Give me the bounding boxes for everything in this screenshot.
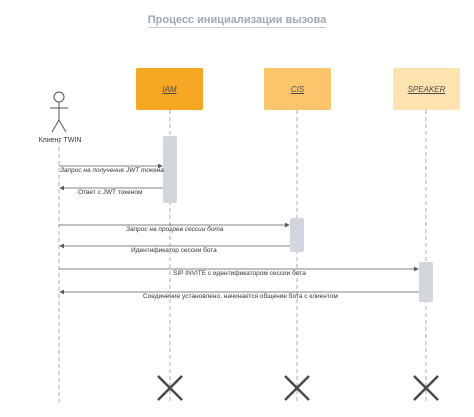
message-label-jwt-response: Ответ с JWT токеном xyxy=(78,189,143,196)
client-stick-figure-icon xyxy=(50,91,68,133)
activation-iam xyxy=(163,136,177,203)
message-label-session-id: Идентификатор сессии бота xyxy=(131,247,217,254)
destroy-marker-speaker xyxy=(413,375,439,401)
message-label-connection-established: Соединение установлено, начинается общен… xyxy=(143,293,338,300)
actor-speaker: SPEAKER xyxy=(393,68,460,110)
diagram-title: Процесс инициализации вызова xyxy=(147,14,327,28)
message-label-jwt-request: Запрос на получение JWT токена xyxy=(60,167,164,174)
message-label-warmup-request: Запрос на прогрев сессии бота xyxy=(126,226,224,233)
actor-client-label: Клиент TWIN xyxy=(38,137,82,144)
actor-cis: CIS xyxy=(264,68,331,110)
message-label-sip-invite: SIP INVITE с идентификатором сессии бота xyxy=(173,270,306,277)
activation-speaker xyxy=(419,262,433,302)
actor-iam: IAM xyxy=(136,68,203,110)
activation-cis xyxy=(290,218,304,252)
destroy-marker-iam xyxy=(157,375,183,401)
destroy-marker-cis xyxy=(284,375,310,401)
